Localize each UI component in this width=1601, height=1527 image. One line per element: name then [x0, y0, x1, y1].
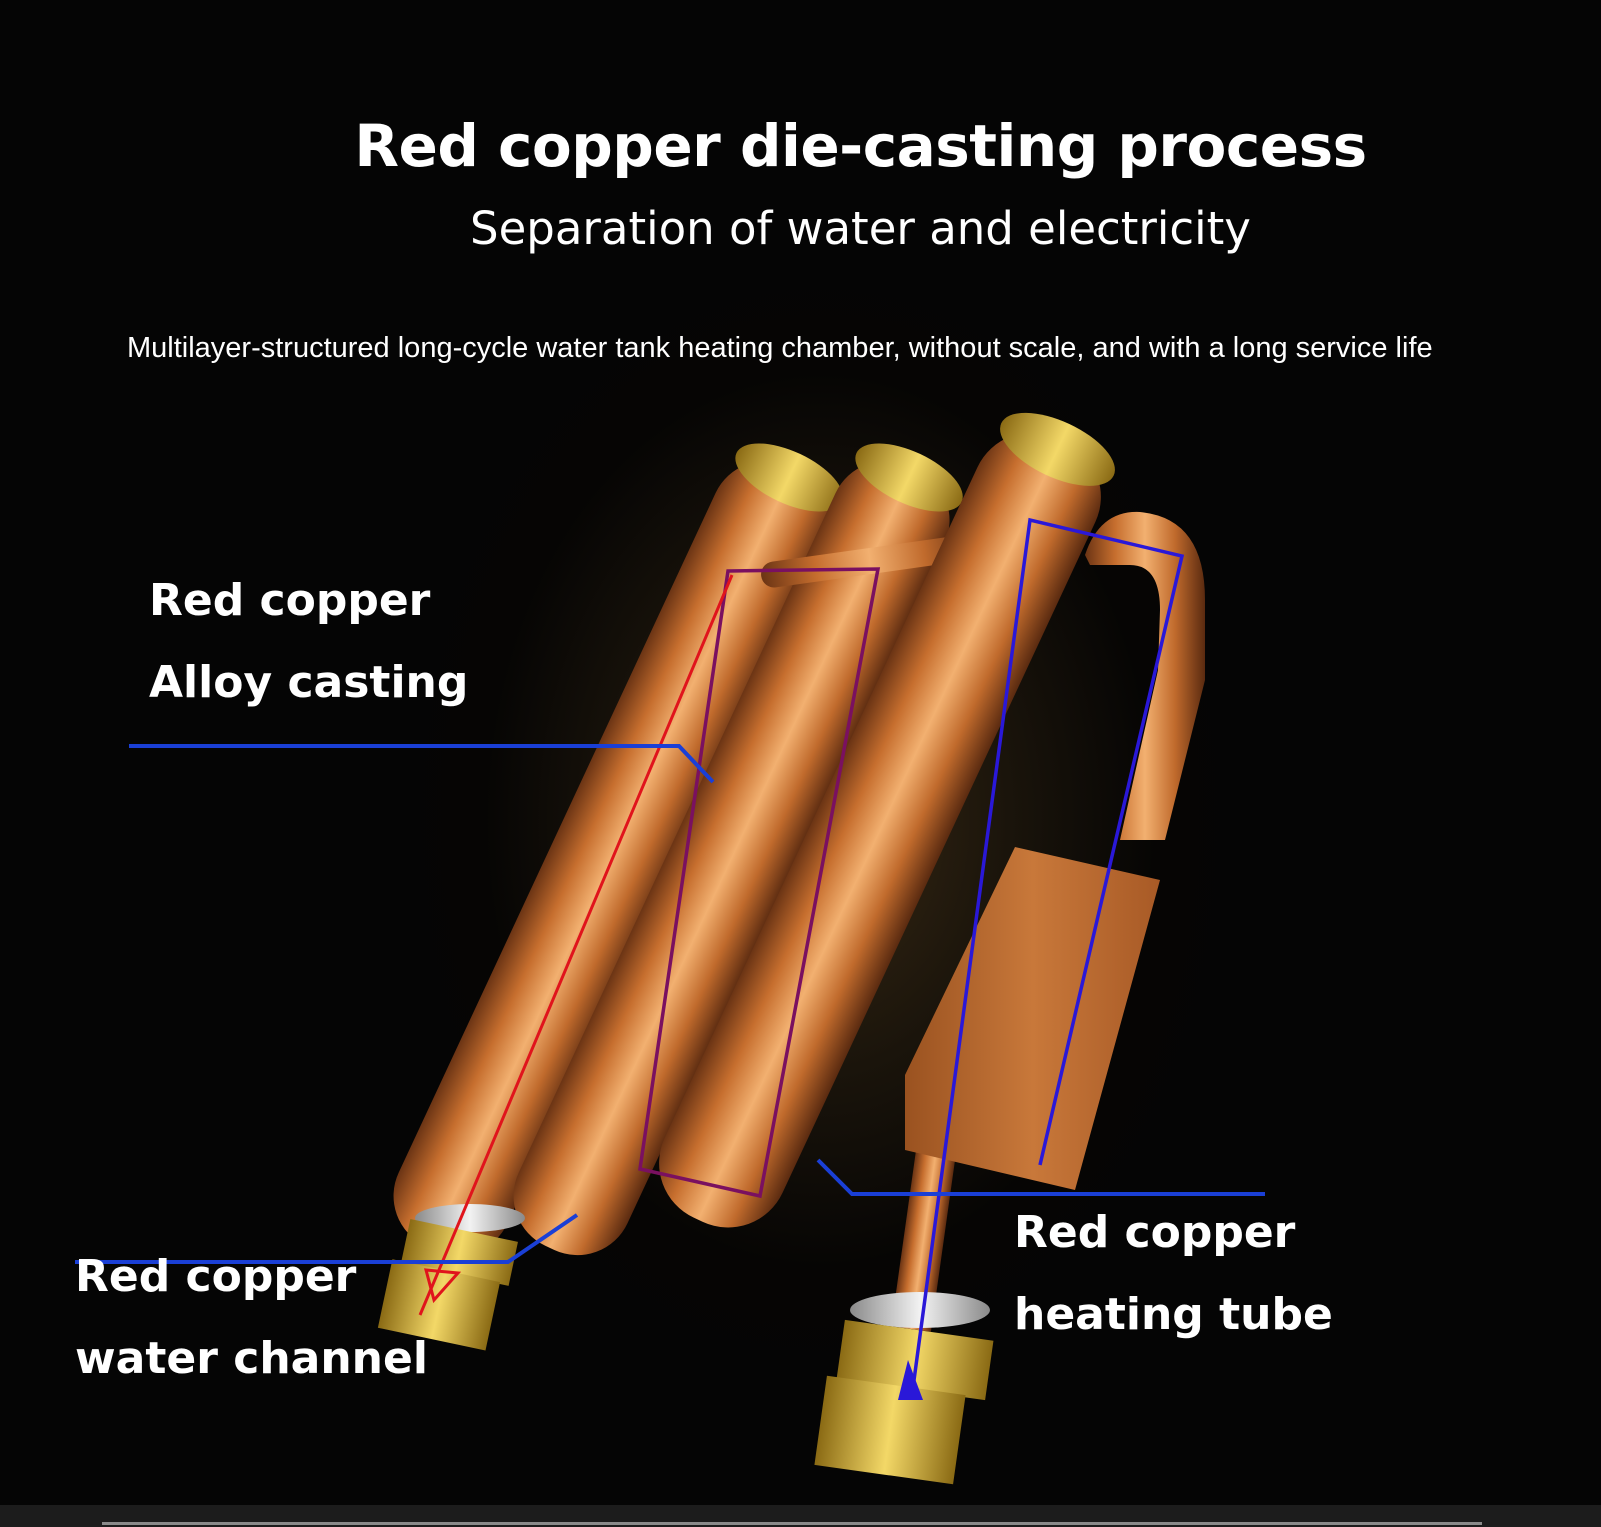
callout-water-channel: Red copper water channel [75, 1236, 428, 1400]
page-title: Red copper die-casting process [354, 112, 1367, 180]
callout-heating-line2: heating tube [1014, 1289, 1333, 1340]
callout-water-line1: Red copper [75, 1251, 357, 1302]
callout-line-alloy [129, 744, 715, 784]
page-subtitle: Separation of water and electricity [470, 202, 1251, 255]
heating-flow-arrow [910, 517, 1185, 1396]
callout-alloy-line1: Red copper [149, 575, 431, 626]
callout-line-water [75, 1213, 579, 1264]
tube-right [659, 412, 1115, 1228]
product-description: Multilayer-structured long-cycle water t… [127, 332, 1433, 364]
callout-alloy-line2: Alloy casting [149, 657, 469, 708]
bottom-bar [0, 1505, 1601, 1527]
alloy-outline [638, 567, 881, 1199]
bottom-scroll-indicator [102, 1522, 1482, 1525]
callout-alloy-casting: Red copper Alloy casting [149, 560, 468, 724]
tube-middle [513, 443, 963, 1256]
cross-bar [761, 534, 980, 588]
u-pipe [1085, 511, 1205, 840]
callout-heating-line1: Red copper [1014, 1207, 1296, 1258]
heating-block [905, 847, 1160, 1190]
callout-heating-tube: Red copper heating tube [1014, 1192, 1333, 1356]
water-flow-arrow [418, 574, 734, 1316]
callout-line-heating [816, 1158, 1265, 1196]
callout-water-line2: water channel [75, 1333, 428, 1384]
